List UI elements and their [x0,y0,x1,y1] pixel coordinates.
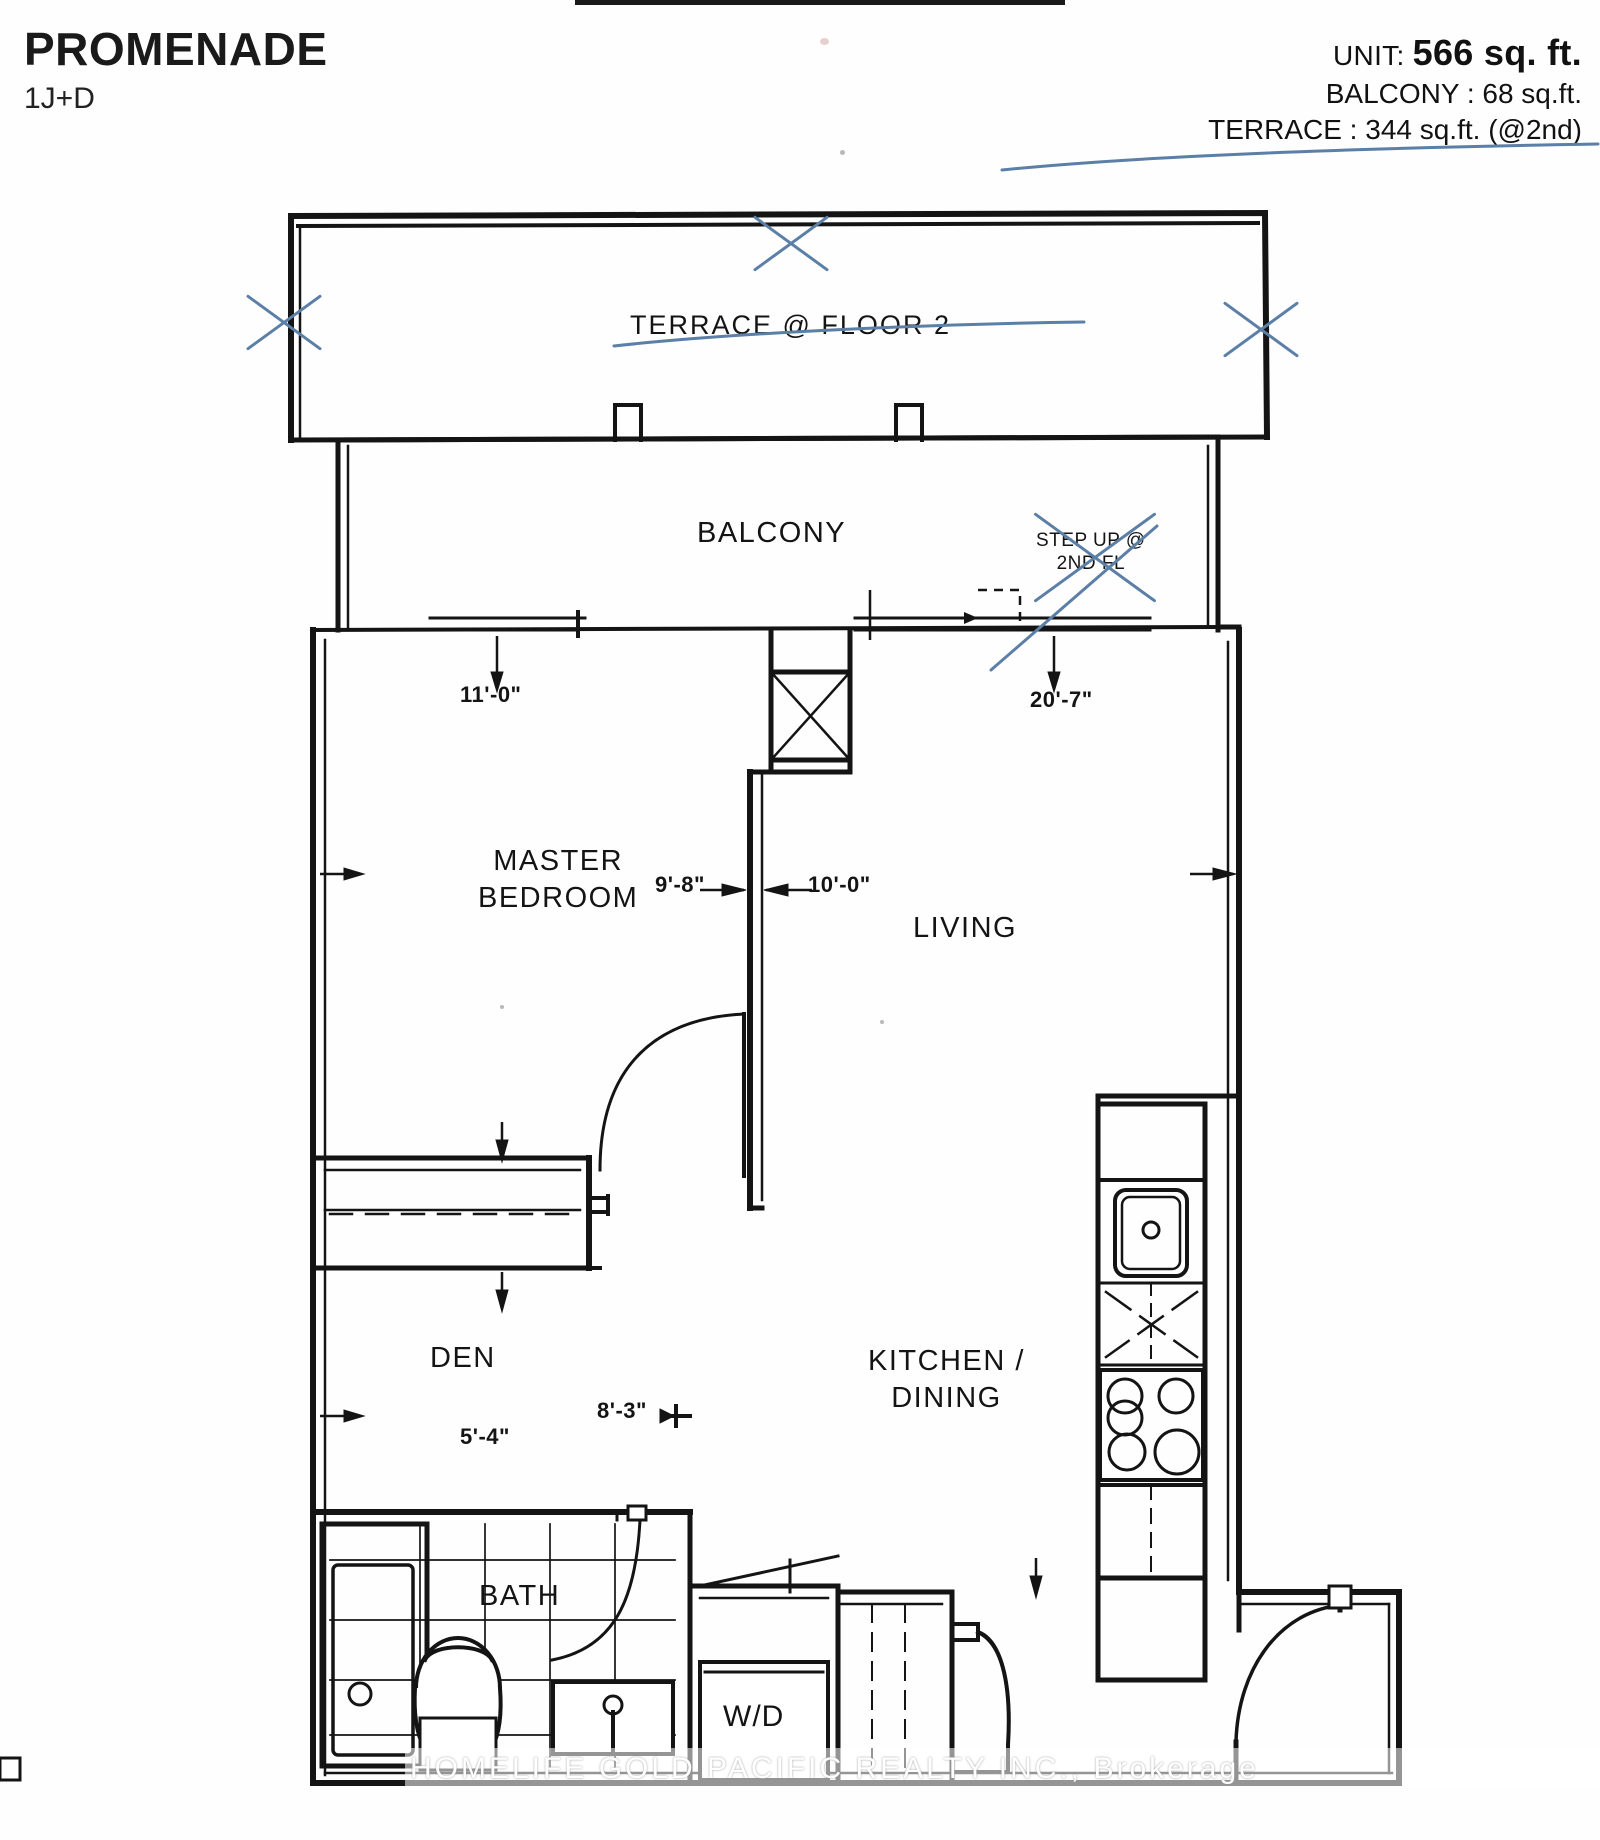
bath-label: BATH [479,1580,561,1612]
step-up-note: STEP UP @ 2ND FL [1036,530,1146,576]
step-up-note-line-1: STEP UP @ [1036,530,1146,551]
terrace-area-line: TERRACE : 344 sq.ft. (@2nd) [1208,113,1582,145]
kitchen-dining-label: KITCHEN / DINING [868,1343,1025,1417]
dimension-living-depth: 10'-0" [808,872,871,897]
area-summary: UNIT: 566 sq. ft. BALCONY : 68 sq.ft. TE… [1208,30,1582,148]
master-bedroom-label: MASTER BEDROOM [478,843,638,917]
master-bedroom-line-1: MASTER [493,845,624,877]
washer-dryer-label: W/D [723,1700,785,1733]
plan-title-block: PROMENADE 1J+D [24,26,328,114]
dimension-bedroom-width: 11'-0" [460,682,522,707]
balcony-label: BALCONY [697,517,847,549]
step-up-note-line-2: 2ND FL [1056,552,1126,574]
dimension-den-depth: 8'-3" [597,1398,647,1423]
top-edge-mark [575,0,1065,5]
dimension-living-width: 20'-7" [1030,687,1093,712]
dimension-den-width: 5'-4" [460,1424,510,1449]
page-title: PROMENADE [24,23,328,75]
master-bedroom-line-2: BEDROOM [478,882,639,915]
unit-area-value: 566 sq. ft. [1412,32,1582,73]
balcony-area-line: BALCONY : 68 sq.ft. [1325,78,1582,110]
model-code: 1J+D [24,82,95,115]
den-label: DEN [430,1342,496,1374]
kitchen-dining-line-1: KITCHEN / [868,1345,1025,1377]
unit-area-label: UNIT: [1333,40,1405,71]
terrace-label: TERRACE @ FLOOR 2 [630,310,951,340]
living-label: LIVING [913,912,1018,944]
kitchen-dining-line-2: DINING [891,1382,1002,1415]
unit-area-line: UNIT: 566 sq. ft. [1208,30,1582,76]
dimension-bedroom-depth: 9'-8" [655,872,705,897]
